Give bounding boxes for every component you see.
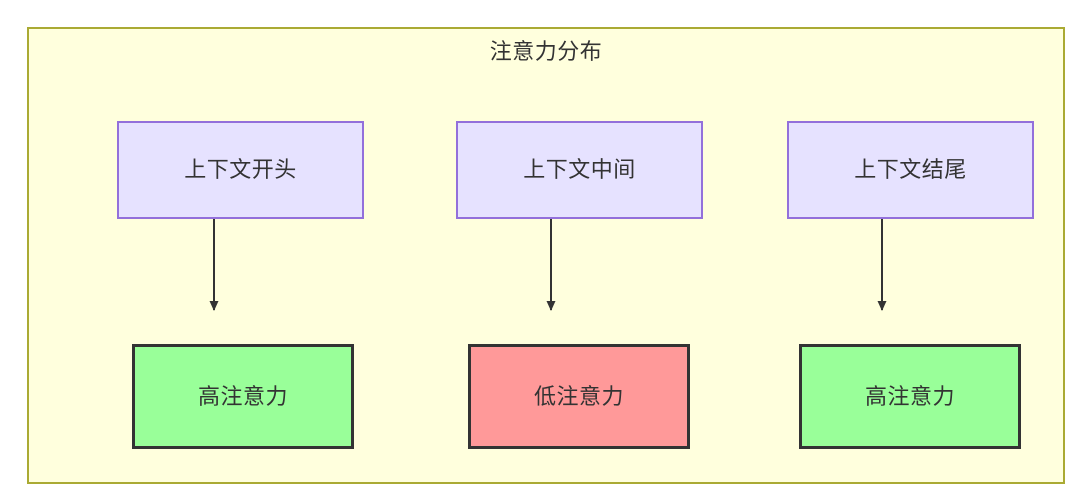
node-high-attention-start-label: 高注意力 <box>197 383 288 409</box>
node-context-start[interactable]: 上下文开头 <box>117 121 364 219</box>
node-low-attention-middle[interactable]: 低注意力 <box>468 344 690 449</box>
node-context-end[interactable]: 上下文结尾 <box>787 121 1034 219</box>
node-context-middle-label: 上下文中间 <box>523 157 636 182</box>
node-context-end-label: 上下文结尾 <box>854 157 967 182</box>
diagram-title: 注意力分布 <box>489 39 603 64</box>
node-high-attention-end[interactable]: 高注意力 <box>799 344 1021 449</box>
node-context-start-label: 上下文开头 <box>184 157 297 182</box>
diagram-frame: 注意力分布 上下文开头 上下文中间 上下文结尾 <box>27 27 1065 484</box>
node-context-middle[interactable]: 上下文中间 <box>456 121 703 219</box>
node-low-attention-middle-label: 低注意力 <box>533 383 624 409</box>
node-high-attention-end-label: 高注意力 <box>864 383 955 409</box>
node-high-attention-start[interactable]: 高注意力 <box>132 344 354 449</box>
